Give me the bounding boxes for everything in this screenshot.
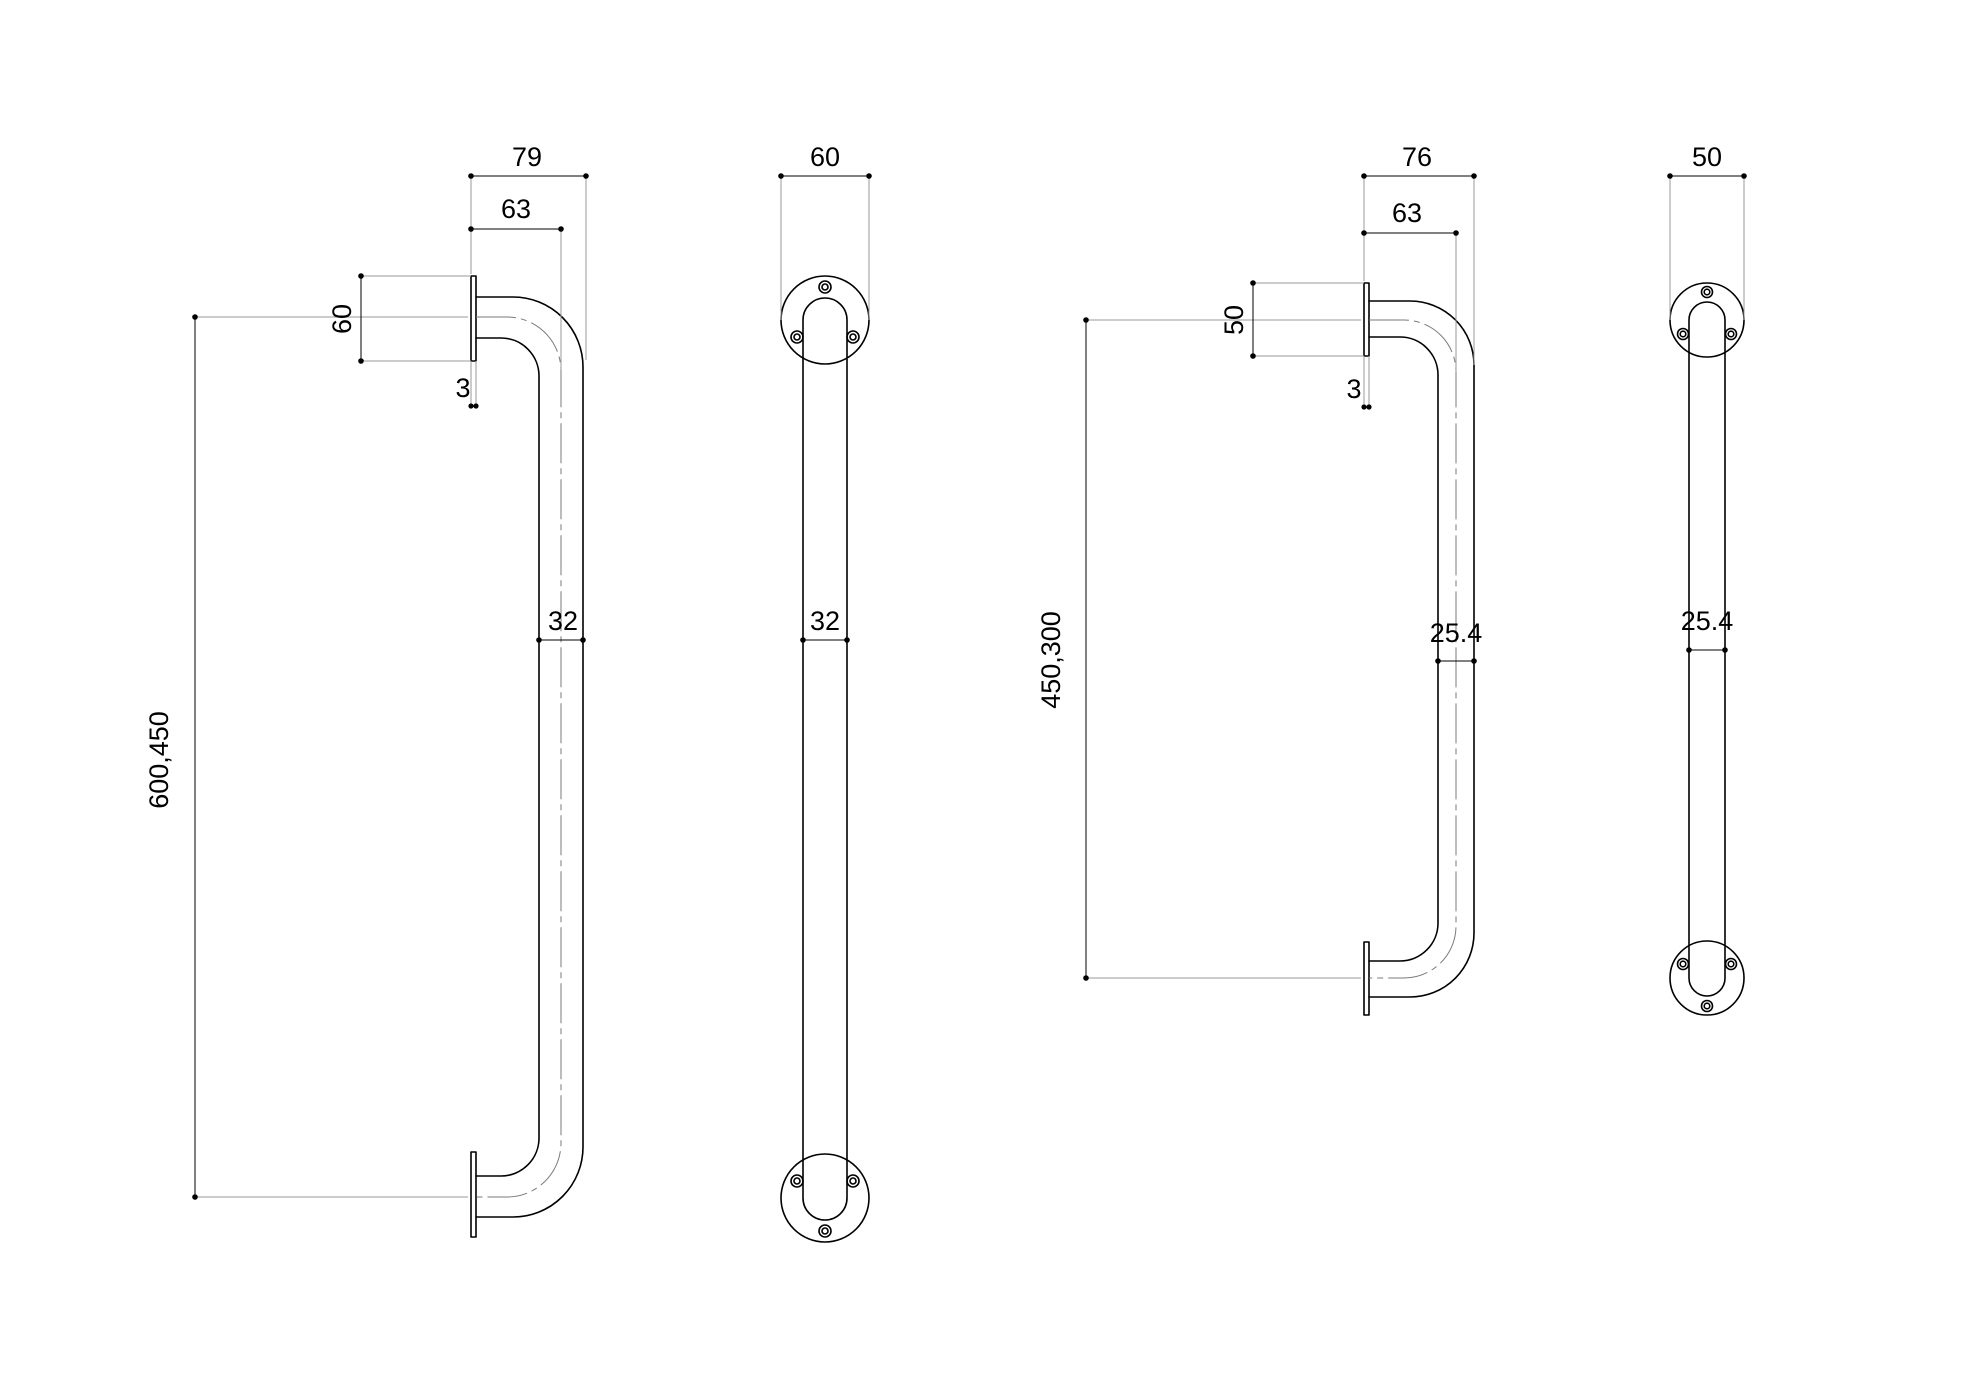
- tube-front: [802, 297, 848, 1221]
- tube-inner-edge: [475, 337, 540, 1177]
- bar-a-side-view: 79 63 60 3 32 600,450: [144, 142, 589, 1238]
- screw-holes: [1676, 285, 1738, 1013]
- tube-front: [1688, 301, 1726, 997]
- bar-a-front-view: 60 32: [778, 142, 872, 1243]
- overall-depth-label: 76: [1402, 142, 1432, 172]
- front-tube-diameter-label: 25.4: [1681, 606, 1734, 636]
- tube-outer-edge: [475, 296, 584, 1218]
- top-wall-flange: [1363, 282, 1370, 357]
- flange-diameter-label: 50: [1219, 305, 1249, 335]
- bottom-mounting-plate: [780, 1153, 870, 1243]
- screw-holes: [790, 280, 860, 1238]
- centerline-depth-label: 63: [501, 194, 531, 224]
- bar-b-front-view: 50 25.4: [1667, 142, 1747, 1016]
- bar-b-side-view: 76 63 50 3 25.4 450,300: [1036, 142, 1483, 1016]
- front-flange-diameter-label: 50: [1692, 142, 1722, 172]
- tube-centerline: [1369, 319, 1457, 979]
- tube-centerline: [476, 316, 562, 1198]
- top-wall-flange: [470, 275, 477, 362]
- length-options-label: 450,300: [1036, 611, 1066, 709]
- bottom-wall-flange: [470, 1151, 477, 1238]
- tube-outer-edge: [1368, 300, 1475, 998]
- length-options-label: 600,450: [144, 711, 174, 809]
- flange-thickness-label: 3: [455, 373, 470, 403]
- tube-diameter-label: 25.4: [1430, 618, 1483, 648]
- bottom-wall-flange: [1363, 941, 1370, 1016]
- tube-diameter-label: 32: [548, 606, 578, 636]
- overall-depth-label: 79: [512, 142, 542, 172]
- flange-thickness-label: 3: [1346, 374, 1361, 404]
- front-flange-diameter-label: 60: [810, 142, 840, 172]
- front-tube-diameter-label: 32: [810, 606, 840, 636]
- tube-inner-edge: [1368, 336, 1439, 962]
- flange-diameter-label: 60: [327, 304, 357, 334]
- centerline-depth-label: 63: [1392, 198, 1422, 228]
